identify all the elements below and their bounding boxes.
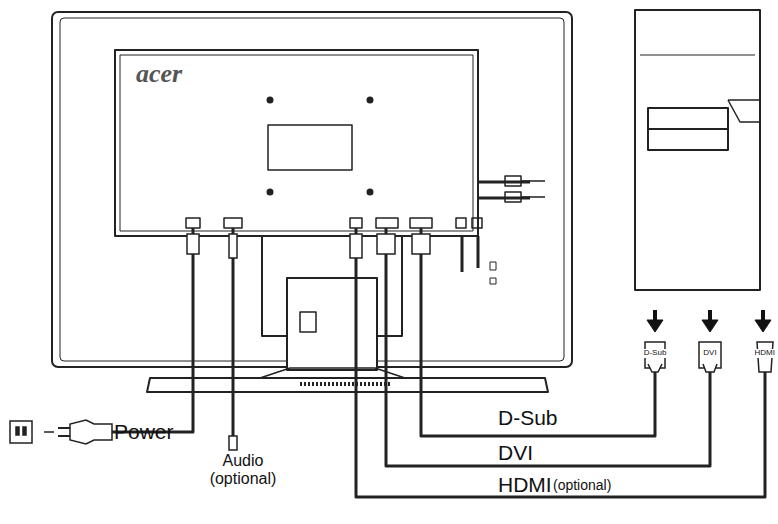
cable-label: HDMI	[498, 473, 552, 496]
connector-label: HDMI	[754, 349, 776, 358]
connector-label: DVI	[702, 349, 717, 358]
cable-label: DVI	[498, 441, 533, 464]
brand-logo: acer	[136, 60, 182, 89]
cable-note: (optional)	[553, 478, 611, 493]
cable-label: Power	[114, 420, 174, 443]
connector-label: D-Sub	[643, 349, 668, 358]
cable-label: D-Sub	[498, 406, 558, 429]
cable-label: Audio (optional)	[197, 452, 289, 487]
